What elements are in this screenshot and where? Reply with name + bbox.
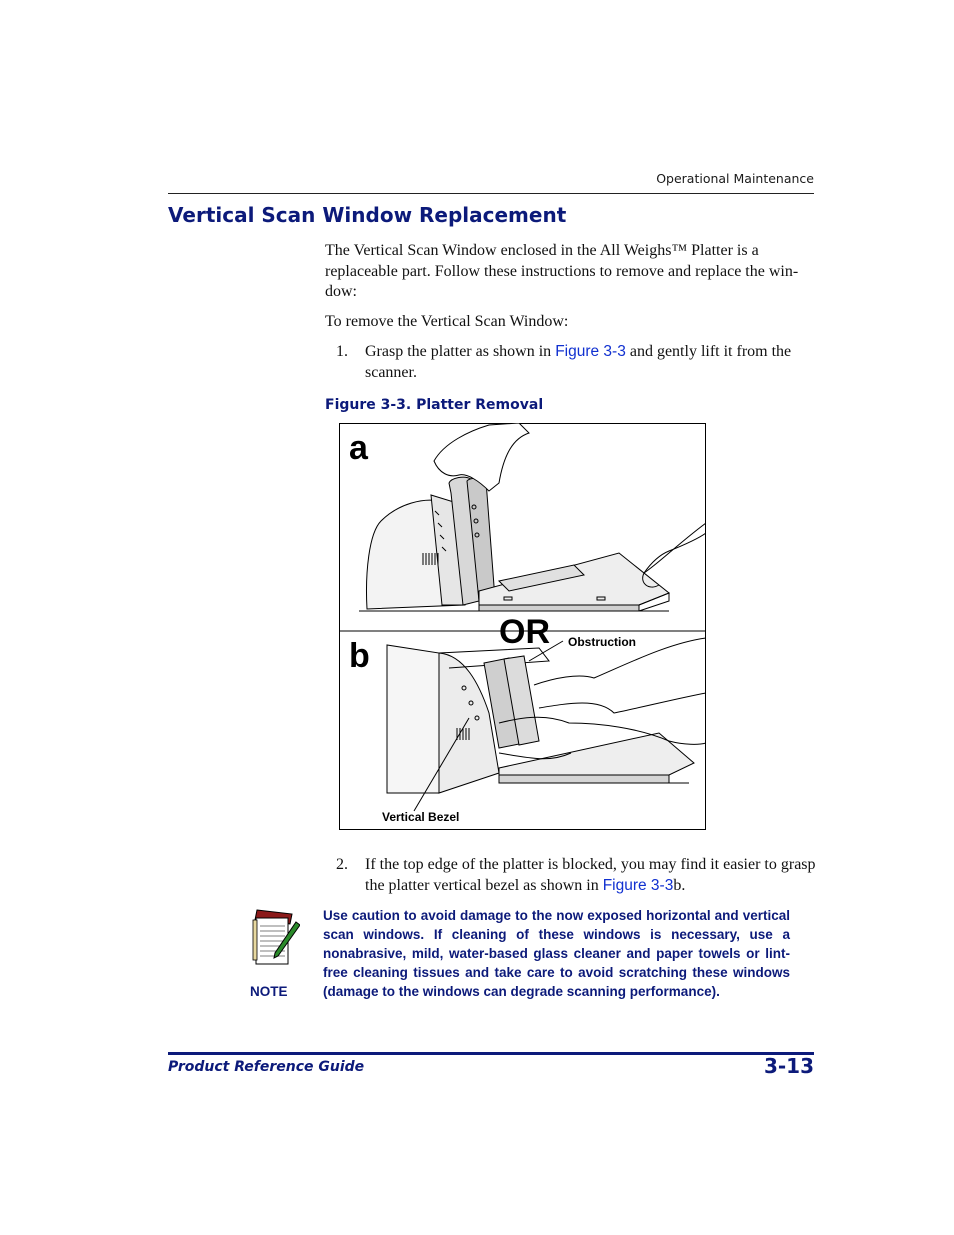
vertical-bezel-callout: Vertical Bezel — [382, 810, 459, 824]
obstruction-callout: Obstruction — [568, 635, 636, 649]
figure-link[interactable]: Figure 3-3 — [602, 876, 674, 894]
step-text: If the top edge of the platter is blocke… — [365, 856, 816, 894]
figure-link[interactable]: Figure 3-3 — [555, 343, 626, 360]
panel-a-label: a — [349, 429, 369, 467]
page-number: 3-13 — [763, 1054, 814, 1078]
header-rule — [168, 193, 814, 194]
footer-guide-title: Product Reference Guide — [168, 1059, 365, 1075]
panel-a-drawing — [359, 416, 707, 612]
figure-caption: Figure 3-3. Platter Removal — [325, 397, 544, 413]
note-label: NOTE — [250, 984, 288, 999]
note-text: Use caution to avoid damage to the now e… — [323, 908, 790, 999]
footer-rule — [168, 1052, 814, 1055]
running-header: Operational Maintenance — [656, 171, 814, 186]
or-label: OR — [499, 613, 550, 651]
step-text: and gently lift it from the scanner. — [365, 343, 792, 381]
panel-b-label: b — [349, 637, 370, 675]
notepad-icon — [250, 906, 301, 968]
step-1: 1. Grasp the platter as shown in Figure … — [336, 342, 816, 383]
section-title: Vertical Scan Window Replacement — [168, 203, 567, 227]
panel-b-drawing — [386, 637, 707, 812]
step-text: Grasp the platter as shown in — [365, 343, 556, 360]
intro-paragraph: The Vertical Scan Window enclosed in the… — [325, 242, 799, 300]
step-text: b. — [673, 876, 686, 894]
step-2: 2. If the top edge of the platter is blo… — [336, 855, 816, 896]
step-number: 1. — [336, 343, 348, 360]
remove-intro: To remove the Vertical Scan Window: — [325, 313, 569, 330]
platter-removal-figure: a OR b Obstruction Vertical Bezel — [339, 416, 707, 830]
step-number: 2. — [336, 856, 348, 873]
